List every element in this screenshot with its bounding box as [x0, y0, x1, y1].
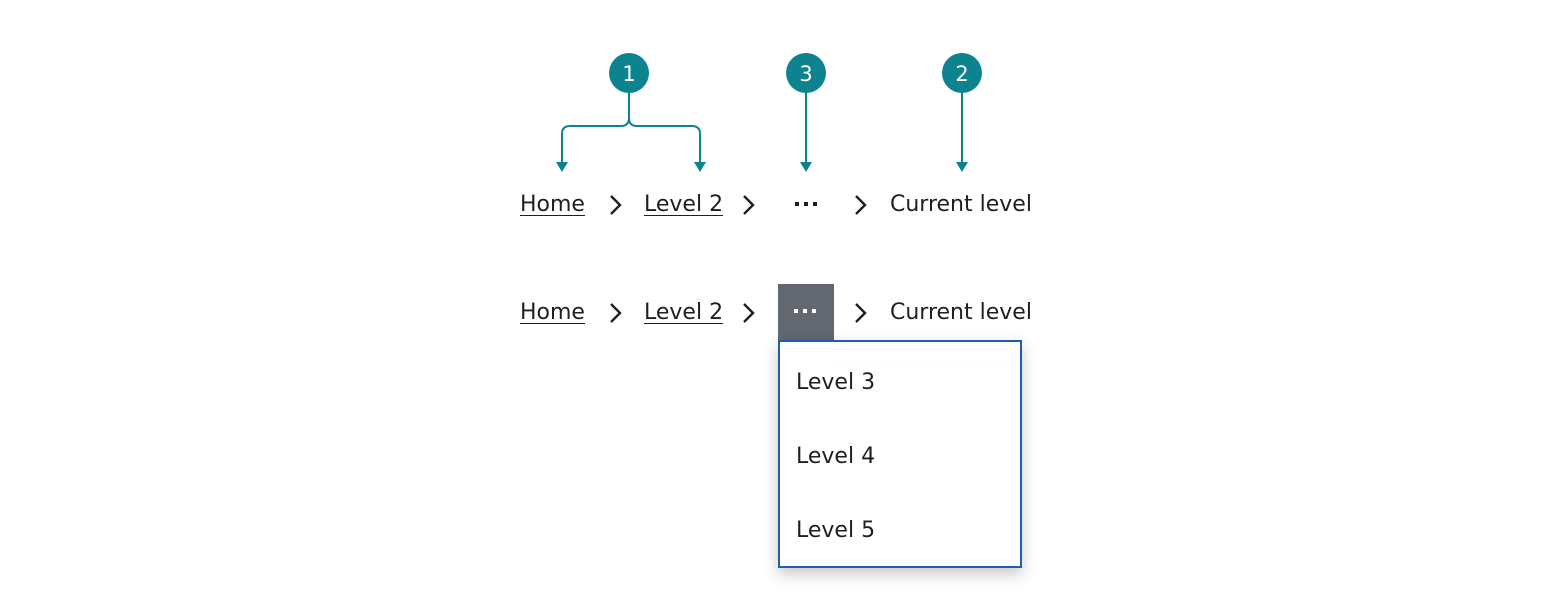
- callout-1-number: 1: [622, 62, 635, 86]
- callout-1-leader: [561, 92, 701, 166]
- overflow-menu-button[interactable]: [778, 284, 834, 340]
- menu-item-label: Level 4: [796, 444, 876, 469]
- chevron-right-icon: [743, 195, 755, 215]
- chevron-right-icon: [855, 303, 867, 323]
- callout-1: 1: [556, 53, 706, 172]
- menu-item-level-4[interactable]: Level 4: [780, 429, 1020, 485]
- chevron-right-icon: [855, 195, 867, 215]
- callout-2-number: 2: [955, 62, 968, 86]
- breadcrumb-level2-link[interactable]: Level 2: [644, 192, 724, 217]
- breadcrumb-current-level: Current level: [890, 300, 1032, 325]
- callout-3-badge: [786, 53, 826, 93]
- breadcrumb-current-level: Current level: [890, 192, 1032, 217]
- chevron-right-icon: [610, 195, 622, 215]
- breadcrumb-level2-link[interactable]: Level 2: [644, 300, 724, 325]
- menu-item-level-5[interactable]: Level 5: [780, 503, 1020, 559]
- callout-2-badge: [942, 53, 982, 93]
- chevron-right-icon: [610, 303, 622, 323]
- chevron-right-icon: [743, 303, 755, 323]
- menu-item-level-3[interactable]: Level 3: [780, 355, 1020, 411]
- callout-2: 2: [942, 53, 982, 172]
- callout-3-number: 3: [799, 62, 812, 86]
- callout-2-arrowhead: [956, 162, 968, 172]
- callout-1-badge: [609, 53, 649, 93]
- breadcrumb-home-link[interactable]: Home: [520, 300, 585, 325]
- callout-3: 3: [786, 53, 826, 172]
- callout-1-arrowhead-level2: [694, 162, 706, 172]
- callout-3-arrowhead: [800, 162, 812, 172]
- overflow-dropdown-menu: Level 3 Level 4 Level 5: [778, 340, 1022, 568]
- menu-item-label: Level 3: [796, 370, 876, 395]
- callout-1-arrowhead-home: [556, 162, 568, 172]
- breadcrumb-home-link[interactable]: Home: [520, 192, 585, 217]
- ellipsis-icon: [794, 309, 816, 313]
- menu-item-label: Level 5: [796, 518, 876, 543]
- ellipsis-icon[interactable]: [795, 201, 819, 209]
